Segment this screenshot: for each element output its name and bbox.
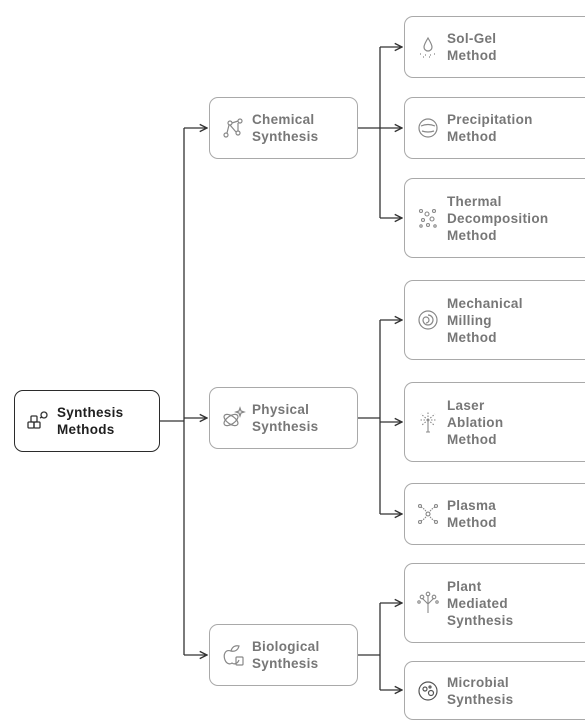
apple-leaf-icon <box>220 642 246 668</box>
precipitate-sphere-icon <box>415 115 441 141</box>
molecular-structure-icon <box>220 115 246 141</box>
plant-network-icon <box>415 590 441 616</box>
microbe-icon <box>415 678 441 704</box>
mill-swirl-icon <box>415 307 441 333</box>
molecule-flask-icon <box>25 408 51 434</box>
plasma-network-icon <box>415 501 441 527</box>
orbit-sparkle-icon <box>220 405 246 431</box>
droplet-spray-icon <box>415 34 441 60</box>
particles-icon <box>415 205 441 231</box>
laser-burst-icon <box>415 409 441 435</box>
